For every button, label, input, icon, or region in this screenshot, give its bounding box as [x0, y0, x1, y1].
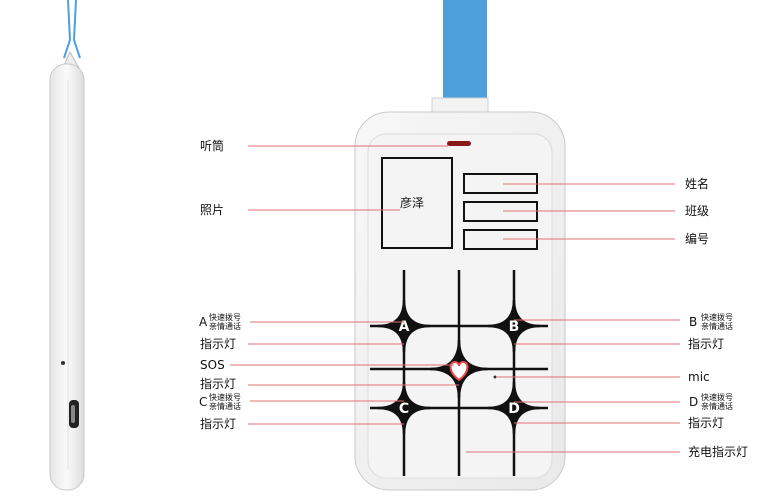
front-lanyard	[443, 0, 487, 100]
photo-box	[381, 157, 453, 249]
label-indicator-b: 指示灯	[688, 337, 725, 351]
label-number: 编号	[685, 232, 710, 246]
label-sos: SOS	[200, 358, 225, 372]
label-earpiece: 听筒	[200, 139, 225, 153]
label-c-line1: 快速拨号	[209, 393, 241, 402]
label-charge-indicator: 充电指示灯	[688, 445, 749, 459]
label-c-line2: 亲情通话	[209, 402, 241, 411]
sos-heart-icon	[449, 360, 469, 382]
button-letter-d: D	[508, 401, 520, 417]
mic-hole	[493, 375, 497, 379]
label-indicator-d: 指示灯	[688, 416, 725, 430]
label-indicator-c: 指示灯	[200, 417, 237, 431]
label-d-line2: 亲情通话	[701, 402, 733, 411]
label-name: 姓名	[685, 177, 710, 191]
label-a-letter: A	[199, 315, 208, 329]
button-letter-c: C	[399, 401, 409, 417]
earpiece-slot	[447, 141, 471, 146]
label-d-line1: 快速拨号	[701, 393, 733, 402]
label-b-letter: B	[689, 315, 698, 329]
label-d-letter: D	[689, 395, 699, 409]
label-c-letter: C	[199, 395, 208, 409]
label-indicator-sos: 指示灯	[200, 377, 237, 391]
button-letter-b: B	[509, 319, 520, 335]
side-view-body	[49, 63, 85, 491]
label-mic: mic	[688, 370, 710, 384]
label-class: 班级	[685, 204, 710, 218]
label-a-line1: 快速拨号	[209, 313, 241, 322]
side-hole	[61, 361, 65, 365]
label-b-line1: 快速拨号	[701, 313, 733, 322]
side-lanyard	[61, 0, 81, 71]
label-a-line2: 亲情通话	[209, 322, 241, 331]
label-b-line2: 亲情通话	[701, 322, 733, 331]
label-indicator-a: 指示灯	[200, 337, 237, 351]
button-letter-a: A	[399, 319, 410, 335]
pointer-lines	[230, 145, 680, 453]
photo-name: 彦泽	[400, 196, 425, 210]
label-photo: 照片	[200, 203, 225, 217]
